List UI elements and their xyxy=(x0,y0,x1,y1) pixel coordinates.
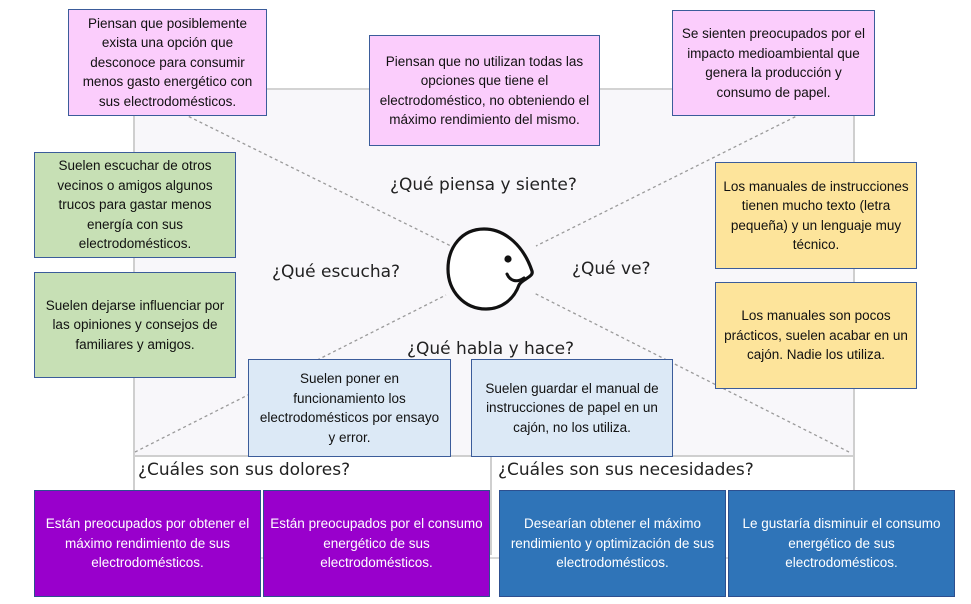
pains-needs-divider xyxy=(490,455,492,555)
label-needs: ¿Cuáles son sus necesidades? xyxy=(498,460,754,480)
note-needs-1: Desearían obtener el máximo rendimiento … xyxy=(499,490,726,597)
note-sees-1: Los manuales de instrucciones tienen muc… xyxy=(715,162,917,269)
note-thinks-feels-3: Se sienten preocupados por el impacto me… xyxy=(672,10,875,116)
label-pains: ¿Cuáles son sus dolores? xyxy=(138,460,351,480)
note-thinks-feels-2: Piensan que no utilizan todas las opcion… xyxy=(369,35,600,146)
note-says-does-2: Suelen guardar el manual de instruccione… xyxy=(471,359,673,457)
face-profile-icon xyxy=(446,227,534,311)
note-pains-2: Están preocupados por el consumo energét… xyxy=(263,490,490,597)
note-needs-2: Le gustaría disminuir el consumo energét… xyxy=(728,490,955,597)
note-pains-1: Están preocupados por obtener el máximo … xyxy=(34,490,261,597)
label-thinks-feels: ¿Qué piensa y siente? xyxy=(390,175,577,195)
label-hears: ¿Qué escucha? xyxy=(272,262,401,282)
note-sees-2: Los manuales son pocos prácticos, suelen… xyxy=(715,282,917,389)
label-says-does: ¿Qué habla y hace? xyxy=(407,339,575,359)
note-hears-1: Suelen escuchar de otros vecinos o amigo… xyxy=(34,152,236,258)
note-thinks-feels-1: Piensan que posiblemente exista una opci… xyxy=(68,9,267,116)
note-hears-2: Suelen dejarse influenciar por las opini… xyxy=(34,272,236,378)
note-says-does-1: Suelen poner en funcionamiento los elect… xyxy=(248,359,451,457)
label-sees: ¿Qué ve? xyxy=(572,259,651,279)
